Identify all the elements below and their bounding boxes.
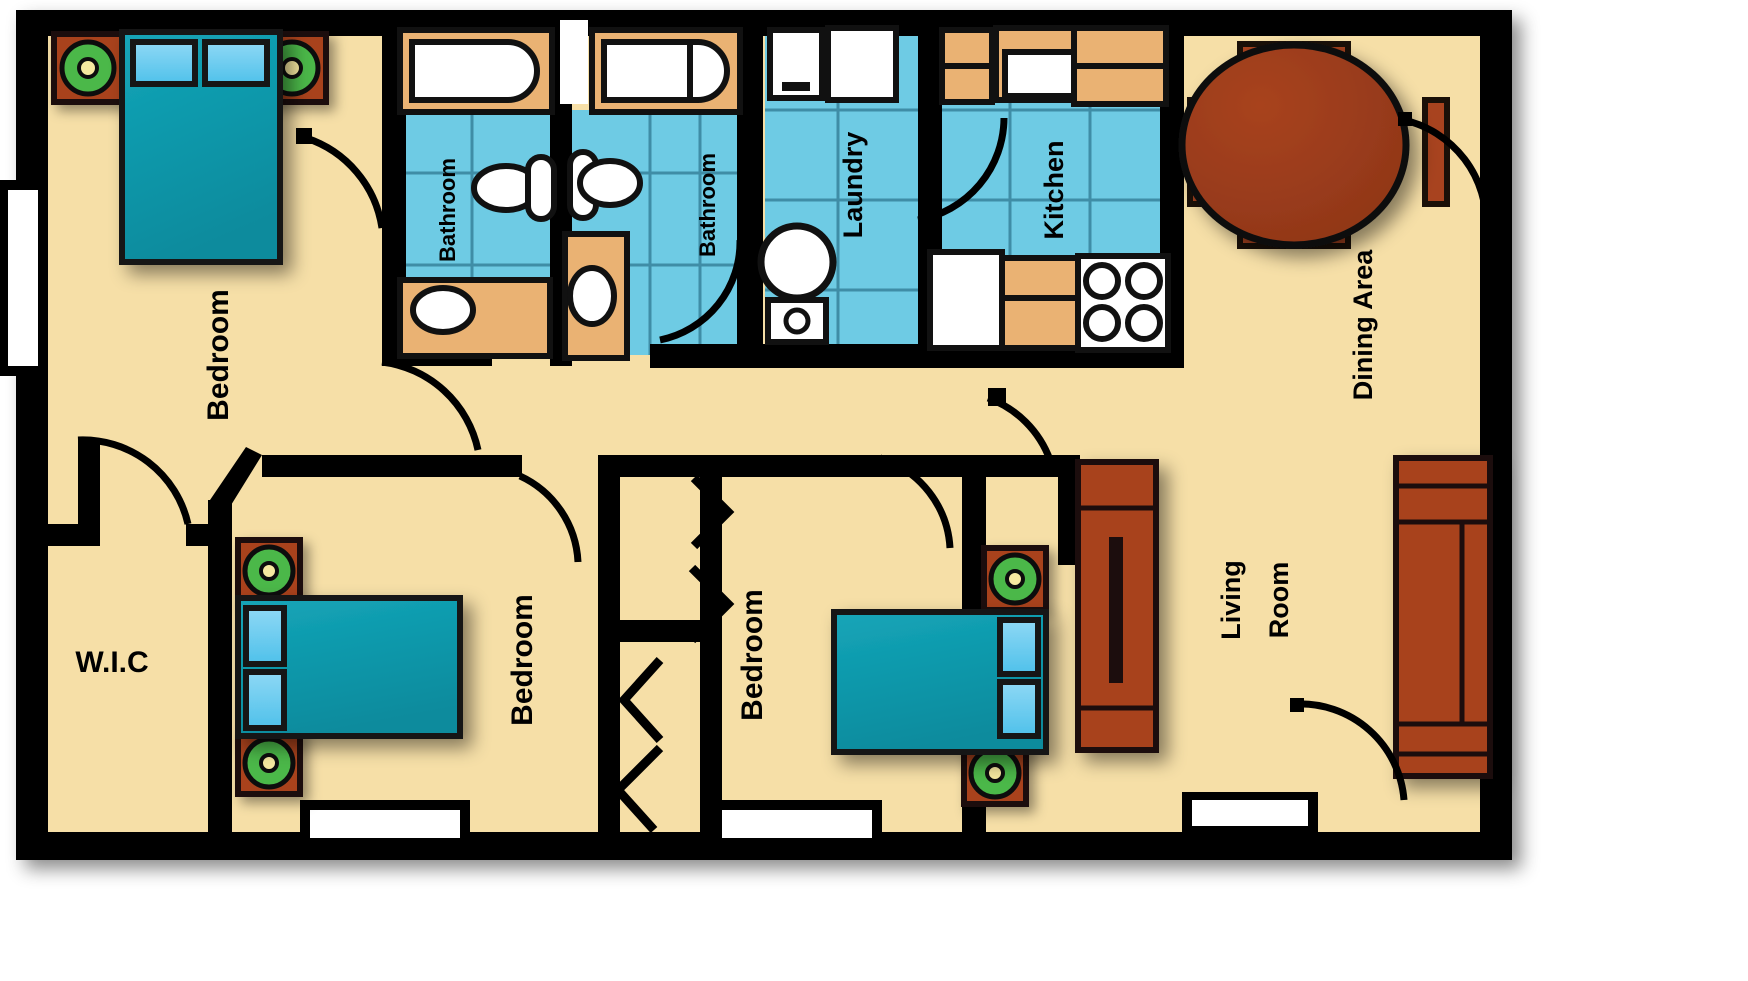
room-label-living-room-line1: Living <box>1216 560 1246 640</box>
vanity-1 <box>397 277 553 359</box>
kitchen-fixtures <box>927 25 1171 353</box>
bathtub-1 <box>397 27 555 115</box>
vanity-2 <box>562 231 630 361</box>
sofa-left <box>1075 459 1159 753</box>
washer <box>825 25 899 103</box>
bedroom-right-bed <box>831 609 1049 755</box>
door-bathroom-2 <box>659 239 744 344</box>
door-master-bedroom <box>304 134 386 229</box>
door-laundry-kitchen <box>917 117 1008 224</box>
nightstand-bl-bottom <box>235 729 303 797</box>
bedroom-left-bed <box>235 595 463 739</box>
door-swings <box>77 116 1490 801</box>
tile-grout-lines <box>398 36 1168 356</box>
toilet-1 <box>471 154 557 222</box>
room-label-dining-area: Dining Area <box>1348 249 1378 401</box>
room-label-laundry: Laundry <box>838 132 868 239</box>
room-label-kitchen: Kitchen <box>1039 140 1069 239</box>
nightstand-bl-top <box>235 537 303 605</box>
kitchen-right-counters <box>1071 25 1169 107</box>
door-wic <box>77 436 192 525</box>
stove <box>1075 253 1171 353</box>
closet-bifold-doors <box>611 474 735 834</box>
room-label-walk-in-closet: W.I.C <box>75 646 148 679</box>
bedroom-left-furniture <box>235 537 463 797</box>
bedroom-right-furniture <box>831 545 1049 807</box>
master-bedroom-furniture <box>51 29 329 265</box>
nightstand-br-top <box>981 545 1049 613</box>
window-bottom-3 <box>1182 792 1318 836</box>
windows <box>0 20 1318 848</box>
room-label-bathroom-1: Bathroom <box>435 158 460 262</box>
room-label-living-room-line2: Room <box>1264 562 1294 639</box>
closet-door-left-top <box>617 656 664 744</box>
door-bathroom-1 <box>381 358 482 451</box>
door-living-room <box>1295 700 1408 801</box>
window-bottom-2 <box>712 800 882 848</box>
toilet-2 <box>567 149 643 221</box>
dining-chair-right <box>1422 97 1450 207</box>
laundry-fixtures <box>757 25 899 345</box>
room-label-bedroom-left: Bedroom <box>506 594 539 726</box>
door-jambs <box>296 112 1412 712</box>
room-label-bathroom-2: Bathroom <box>695 153 720 257</box>
closet-door-left-bottom <box>611 744 664 834</box>
closet-door-mid-top <box>690 474 735 550</box>
door-bedroom-left <box>518 472 582 563</box>
window-bottom-1 <box>300 800 470 848</box>
nightstand-left <box>51 31 125 105</box>
bathroom-1-fixtures <box>397 27 557 359</box>
door-bedroom-right <box>878 454 954 549</box>
room-label-bedroom-master: Bedroom <box>202 289 235 421</box>
room-label-bedroom-right: Bedroom <box>736 589 769 721</box>
kitchen-lower-counters <box>999 255 1081 351</box>
sofa-right <box>1393 455 1493 779</box>
utility-sink <box>757 222 837 345</box>
dining-table <box>1178 41 1410 249</box>
window-top-bath2 <box>560 20 588 104</box>
bathroom-2-fixtures <box>562 27 743 361</box>
living-room-furniture <box>1075 455 1493 779</box>
refrigerator <box>927 249 1005 351</box>
interior-walls <box>48 20 1184 836</box>
master-bed <box>119 29 283 265</box>
window-left-wall <box>0 180 48 376</box>
door-entry <box>1403 116 1490 229</box>
closet-door-mid-bottom <box>688 564 735 644</box>
dryer <box>767 27 825 101</box>
room-labels: Bedroom Bathroom Bathroom Laundry Kitche… <box>75 132 1378 726</box>
bathtub-2 <box>589 27 743 115</box>
